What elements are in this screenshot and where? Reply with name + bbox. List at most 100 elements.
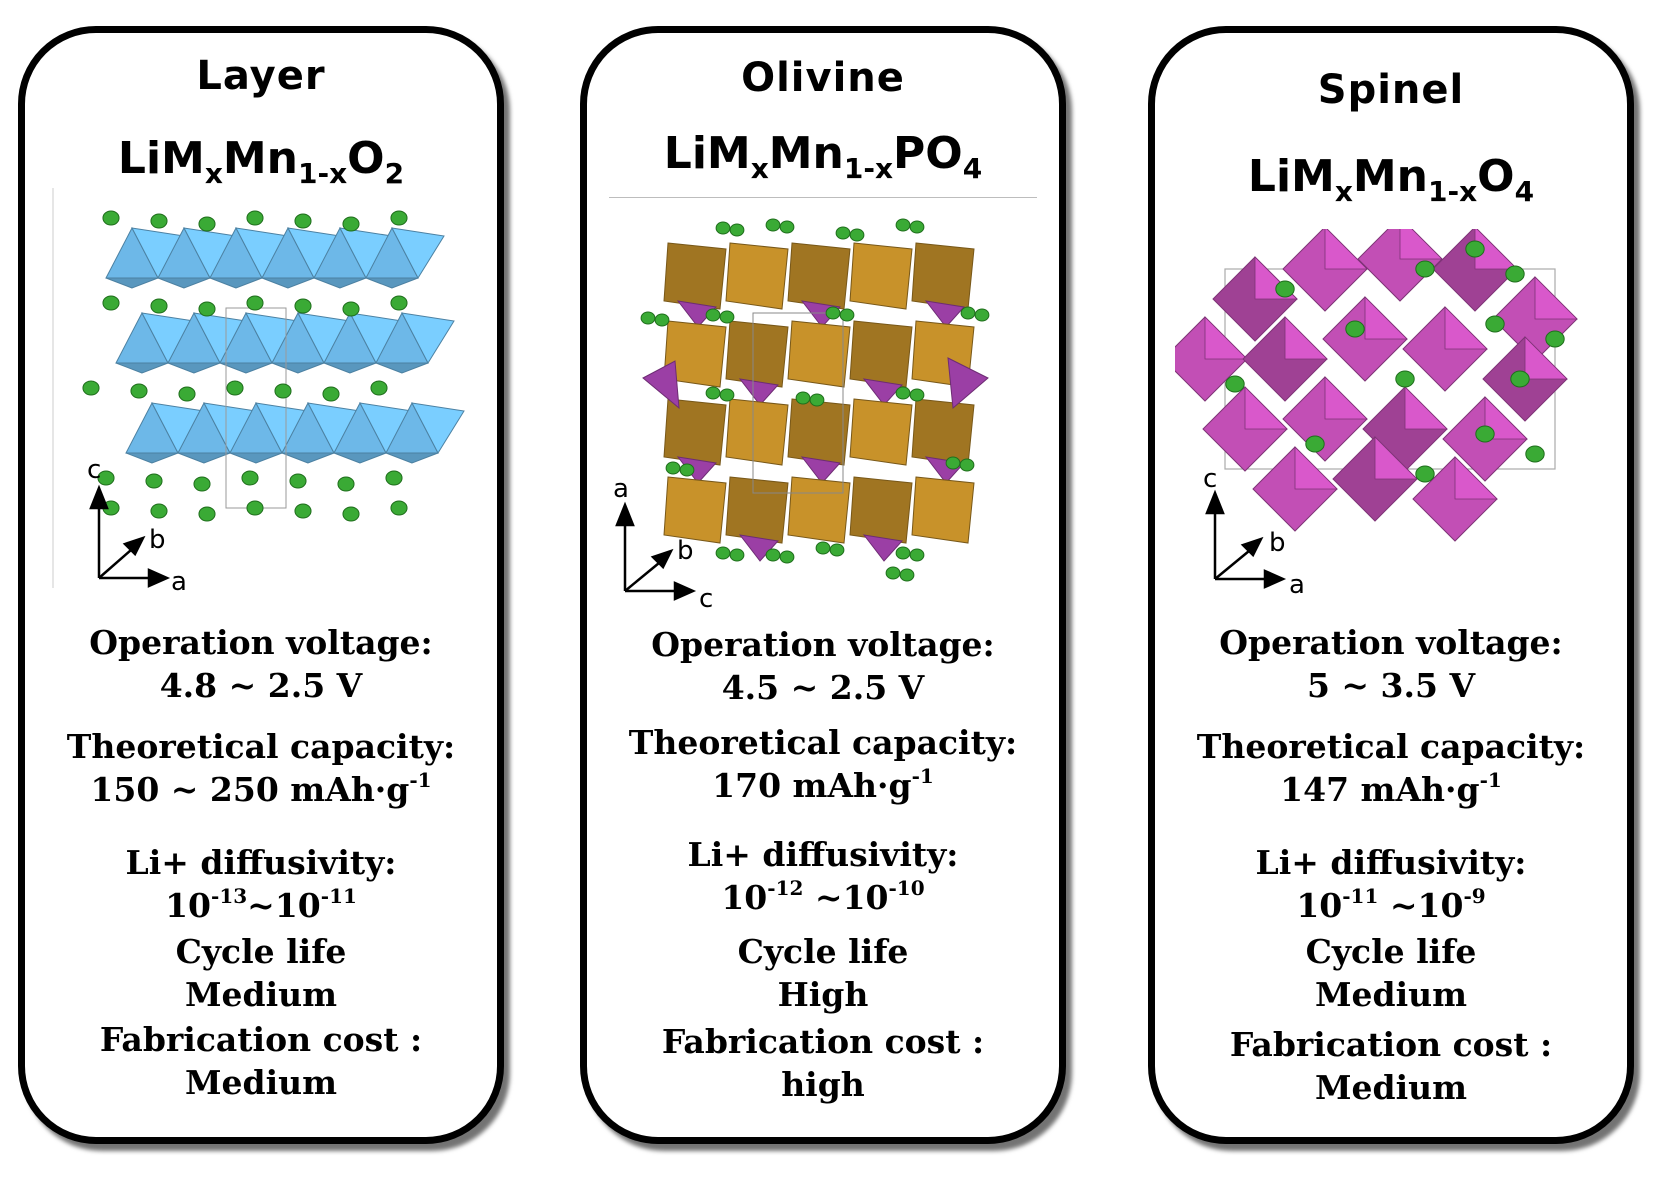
octahedron-face [1524,336,1568,380]
lithium-atom [390,295,408,311]
lithium-atom [102,210,120,226]
octahedron-face [1444,306,1488,350]
capacity-block: Theoretical capacity: 147 mAh·g-1 [1155,725,1627,811]
diffusivity-label: Li+ diffusivity: [1255,843,1527,882]
lithium-atom [729,223,745,237]
octahedron-face [849,320,913,388]
lithium-atom [322,386,340,402]
octahedron-face [385,452,439,464]
voltage-label: Operation voltage: [651,625,995,664]
lithium-atom [150,298,168,314]
octahedron-face [219,362,273,374]
lithium-atoms [640,218,990,582]
voltage-block: Operation voltage: 4.5 ~ 2.5 V [587,623,1059,709]
axis-label-vertical: a [613,474,629,504]
octahedron-face [1404,386,1448,430]
octahedron-face [663,242,727,310]
diffusivity-value: 10-12 ~10-10 [721,876,925,917]
spinel-crystal-structure: c b a [1175,229,1578,600]
cycle-life-value: Medium [1314,975,1468,1014]
voltage-value: 4.5 ~ 2.5 V [721,668,925,707]
diffusivity-label: Li+ diffusivity: [125,843,397,882]
octahedron-face [911,476,975,544]
octahedron-face [1534,276,1578,320]
lithium-atom [779,220,795,234]
octahedron-face [1294,446,1338,490]
lithium-atom [959,458,975,472]
lithium-atom [705,386,721,400]
octahedron-face [787,242,851,310]
lithium-atom [289,473,307,489]
octahedron-face [115,362,169,374]
octahedron-face [1324,229,1368,270]
tetrahedron-face [642,360,680,410]
panel-layer: Layer LiMxMn1-xO2 c b a Operation voltag… [18,26,504,1144]
diffusivity-block: Li+ diffusivity: 10-11 ~10-9 [1155,841,1627,927]
axis-label-diagonal: b [1269,528,1286,558]
lithium-atoms [82,210,408,522]
lithium-atom [765,218,781,232]
cost-value: high [781,1065,865,1104]
cost-block: Fabrication cost : high [587,1020,1059,1106]
lithium-atom [178,386,196,402]
cost-label: Fabrication cost : [661,1022,985,1061]
octahedron-face [849,242,913,310]
lithium-atom [885,566,901,580]
octahedron-face [663,476,727,544]
lithium-atom [1485,315,1505,333]
lithium-atom [895,386,911,400]
lithium-atom [1475,425,1495,443]
lithium-atom [1225,375,1245,393]
lithium-atom [715,546,731,560]
lithium-atom [1395,370,1415,388]
panel-title: Spinel [1317,67,1465,113]
polyhedra [1175,229,1578,542]
octahedron-face [787,476,851,544]
lithium-atom [1345,320,1365,338]
lithium-atom [679,463,695,477]
capacity-value: 170 mAh·g-1 [712,764,934,805]
octahedron-face [849,476,913,544]
lithium-atom [909,548,925,562]
octahedron-face [323,362,377,374]
octahedron-face [725,242,789,310]
capacity-value: 147 mAh·g-1 [1280,768,1502,809]
lithium-atom [1545,330,1565,348]
lithium-atom [1275,280,1295,298]
lithium-atom [1525,445,1545,463]
lithium-atom [198,506,216,522]
lithium-atom [1505,265,1525,283]
lithium-atom [909,220,925,234]
lithium-atom [1415,260,1435,278]
lithium-atom [945,456,961,470]
octahedral-layers [105,226,465,509]
cycle-life-block: Cycle life High [587,930,1059,1016]
lithium-atom [274,383,292,399]
lithium-atom [390,500,408,516]
octahedron-face [411,402,465,455]
octahedron-face [177,452,231,464]
axis-indicator [615,501,697,601]
panel-title: Olivine [741,55,905,101]
octahedron-face [1284,316,1328,360]
octahedron-face [167,362,221,374]
cost-label: Fabrication cost : [99,1020,423,1059]
lithium-atom [130,383,148,399]
lithium-atom [815,541,831,555]
lithium-atom [97,470,115,486]
lithium-atom [246,295,264,311]
octahedron-face [365,277,419,289]
lithium-atom [779,550,795,564]
octahedron-face [261,277,315,289]
voltage-block: Operation voltage: 5 ~ 3.5 V [1155,621,1627,707]
octahedron-face [281,452,335,464]
olivine-crystal-structure: a b c [613,218,990,614]
lithium-atom [715,221,731,235]
voltage-label: Operation voltage: [89,623,433,662]
axis-indicator [89,484,171,588]
voltage-value: 5 ~ 3.5 V [1306,666,1476,705]
octahedron-face [271,362,325,374]
panel-spinel: Spinel LiMxMn1-xO4 c b a Operation volta… [1148,26,1634,1144]
lithium-atom [899,568,915,582]
axis-label-horizontal: a [1289,570,1305,600]
